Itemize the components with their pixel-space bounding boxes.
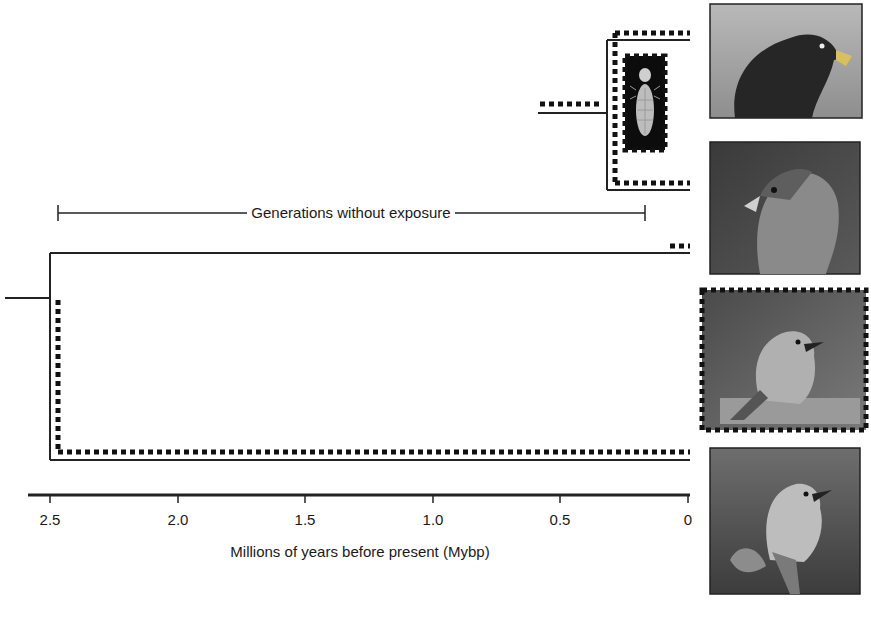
- tick-label: 2.5: [40, 511, 61, 529]
- parasite-track: [540, 33, 690, 183]
- tick-label: 0: [684, 511, 692, 529]
- bracket: [58, 205, 645, 221]
- mockingbird-photo: [710, 448, 860, 594]
- time-axis: [28, 495, 690, 503]
- tick-label: 1.5: [295, 511, 316, 529]
- hawk-photo: [710, 142, 860, 274]
- tick-label: 1.0: [423, 511, 444, 529]
- louse-photo: [625, 56, 665, 150]
- mockingbird-photo: [702, 290, 866, 430]
- host-tree: [5, 253, 690, 460]
- bracket-label: Generations without exposure: [247, 204, 454, 222]
- eagle-photo: [710, 4, 862, 118]
- axis-title: Millions of years before present (Mybp): [230, 543, 489, 561]
- parasite-track: [58, 246, 690, 452]
- tick-label: 0.5: [550, 511, 571, 529]
- tick-label: 2.0: [168, 511, 189, 529]
